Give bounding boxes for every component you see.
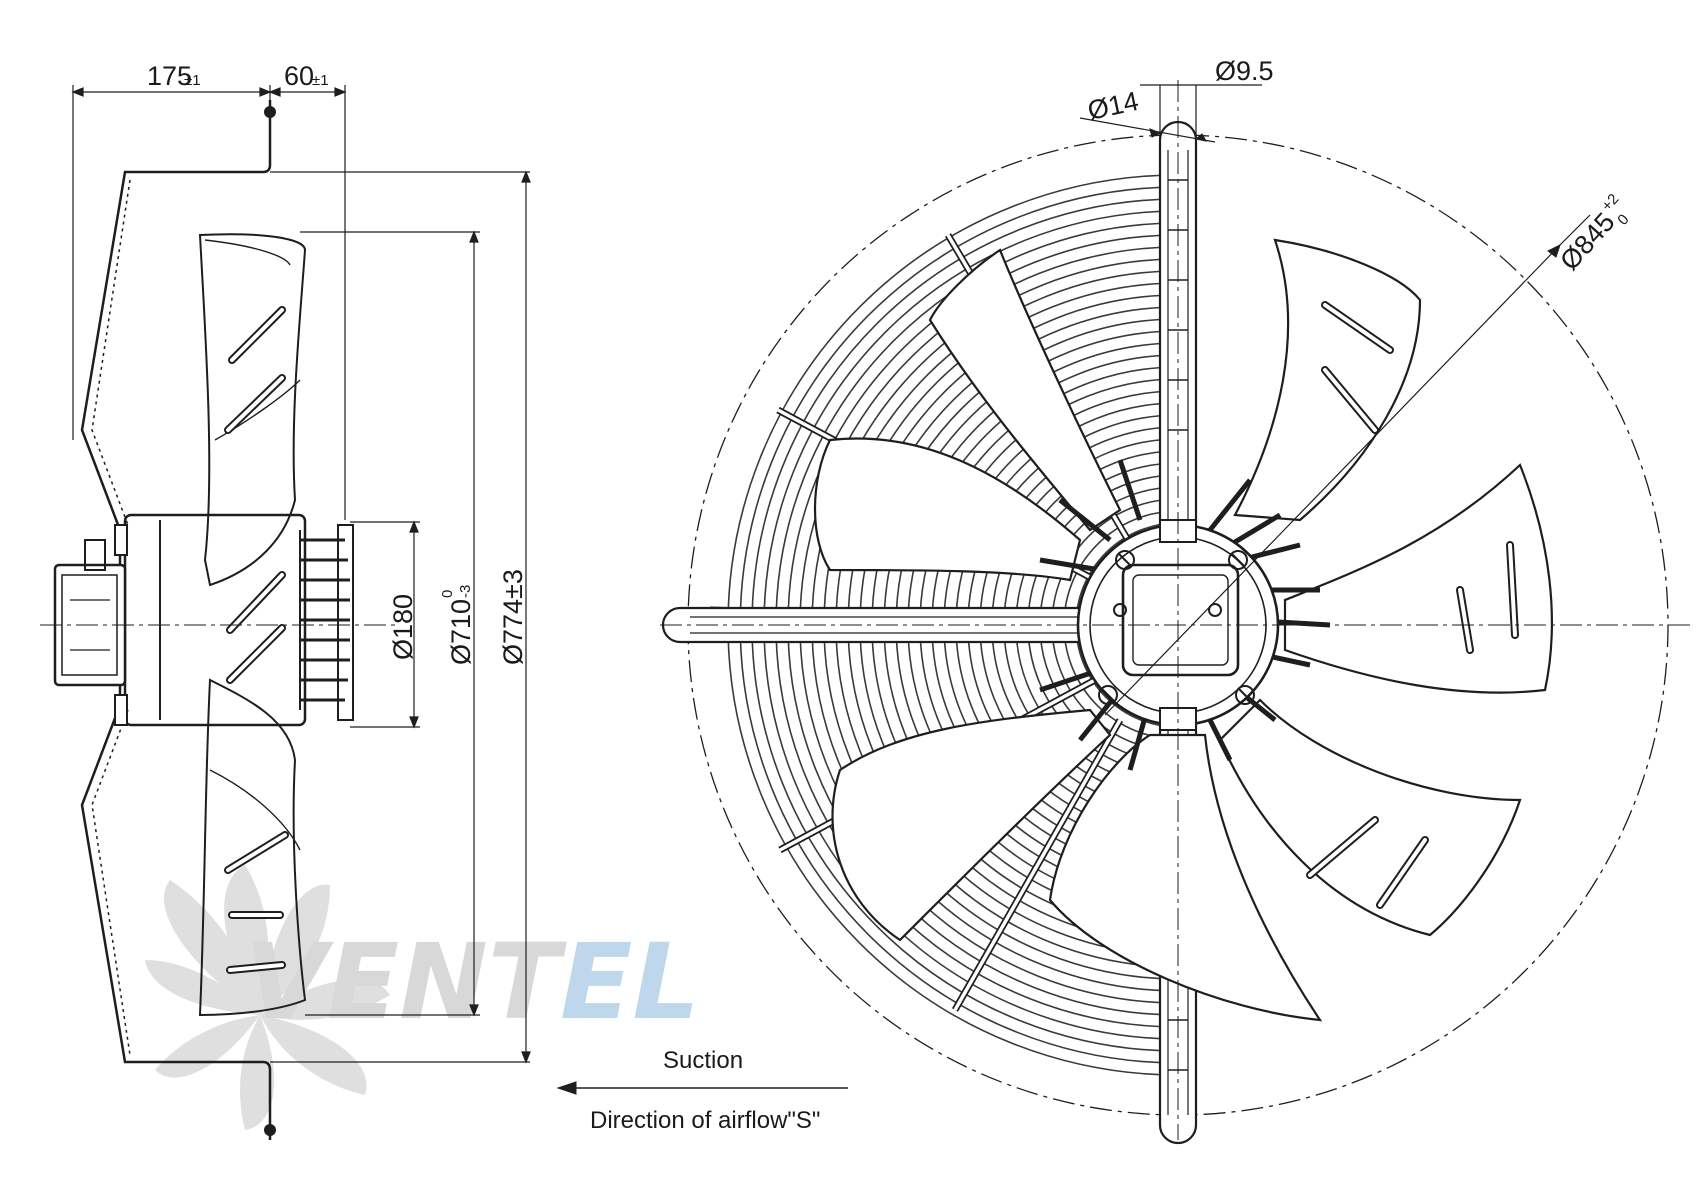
watermark-fan-icon [145, 865, 390, 1130]
watermark-text-a: VENT [245, 921, 567, 1043]
front-view [660, 80, 1690, 1145]
dim-hole-inner: Ø9.5 [1215, 56, 1274, 86]
dim-frame-diameter: Ø774±3 [498, 569, 528, 665]
blade-lower [198, 678, 307, 1017]
dim-blade-tol-upper: 0 [439, 590, 456, 598]
watermark-text-b: EL [560, 921, 700, 1043]
dim-blade-diameter: Ø710 [446, 599, 476, 665]
dim-60: 60 [284, 61, 314, 91]
frame-profile-inner [91, 179, 131, 1056]
suction-label: Suction [663, 1047, 743, 1074]
side-dimension-lines [71, 87, 531, 1064]
dim-175: 175 [147, 61, 192, 91]
dim-60-tol: ±1 [312, 72, 329, 89]
rotor-fins [300, 538, 350, 702]
hub-screws [1098, 550, 1255, 705]
mount-hole-top [264, 106, 276, 118]
front-blade-1 [1233, 238, 1422, 522]
hub-body [123, 513, 307, 727]
front-blade-7 [928, 248, 1122, 532]
front-blades [813, 238, 1553, 1022]
front-terminal-box [1121, 563, 1240, 677]
dim-hub-diameter: Ø180 [388, 594, 418, 660]
watermark-logo: VENT EL [145, 865, 700, 1130]
dim-175-tol: ±1 [184, 72, 201, 89]
front-blade-6 [813, 437, 1082, 582]
airflow-direction-label: Direction of airflow"S" [590, 1107, 820, 1134]
front-blade-3 [1218, 698, 1522, 937]
front-blade-5 [831, 708, 1112, 942]
mount-hole-bottom [264, 1124, 276, 1136]
airflow-arrow [556, 1081, 848, 1095]
dim-hole-outer: Ø14 [1085, 86, 1141, 126]
front-blade-2 [1283, 463, 1553, 694]
front-blade-4 [1048, 733, 1323, 1022]
bolt-circle-leader [1104, 244, 1561, 716]
dim-blade-tol-lower: -3 [457, 585, 474, 598]
side-view [40, 85, 400, 1140]
